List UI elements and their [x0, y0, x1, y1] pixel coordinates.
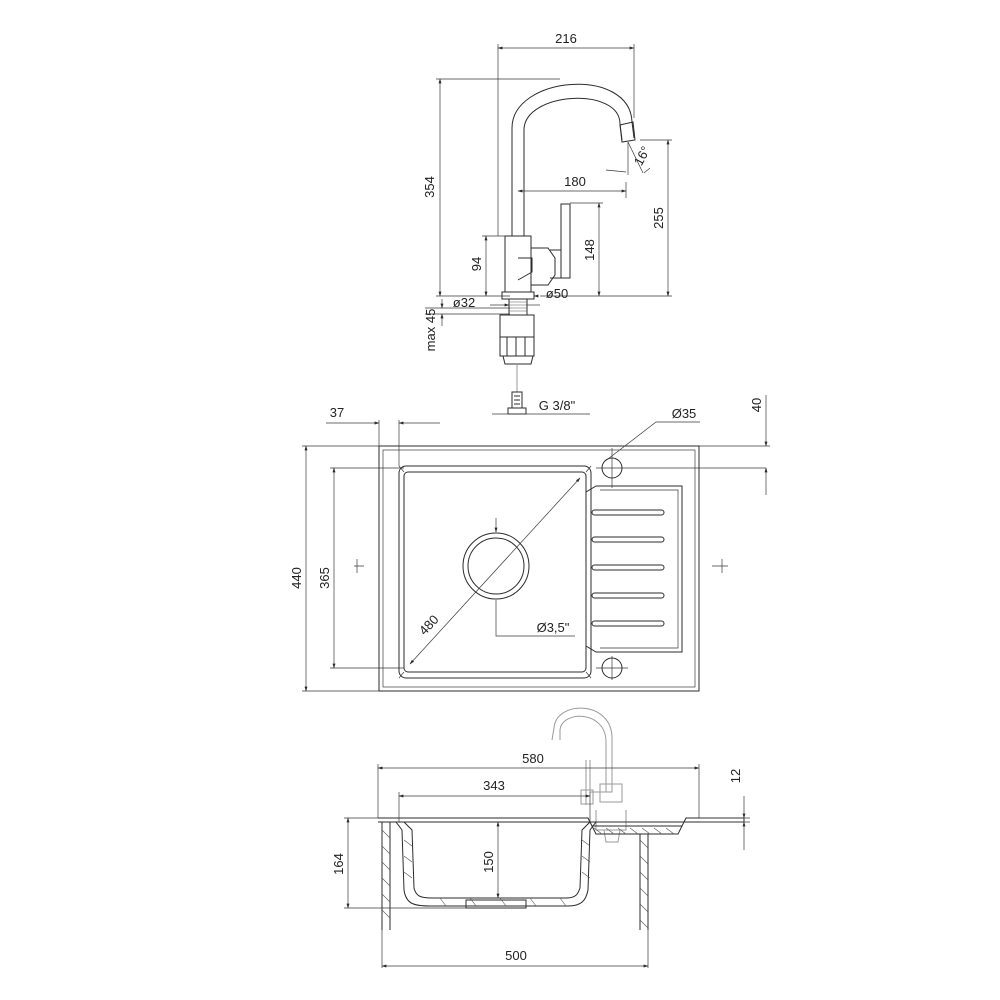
dim-354: 354	[422, 176, 437, 198]
left-rim	[381, 822, 391, 930]
mounting-nut	[501, 291, 535, 300]
bowl-section	[395, 821, 597, 907]
deck-profile	[378, 817, 745, 827]
dim-dia-50: ø50	[546, 286, 568, 301]
faucet-spout	[511, 83, 635, 236]
drain	[462, 532, 530, 600]
dim-164: 164	[331, 853, 346, 875]
dim-12: 12	[728, 769, 743, 783]
dim-343: 343	[483, 778, 505, 793]
dim-365: 365	[317, 567, 332, 589]
dim-180: 180	[564, 174, 586, 189]
thread-g38: G 3/8"	[539, 398, 576, 413]
right-rim	[639, 834, 649, 930]
dim-94: 94	[469, 257, 484, 271]
dim-148: 148	[582, 239, 597, 261]
angle-16: 16°	[631, 144, 653, 168]
dim-max-45: max 45	[423, 309, 438, 352]
dim-440: 440	[289, 567, 304, 589]
drainer-ribs	[591, 509, 665, 627]
faucet-body	[504, 235, 532, 293]
dim-255: 255	[651, 207, 666, 229]
dim-37: 37	[330, 405, 344, 420]
dim-500: 500	[505, 948, 527, 963]
dim-40: 40	[749, 398, 764, 412]
drainer-board	[585, 485, 683, 653]
sink-section-view: 580 343 12 164 150 500	[331, 707, 750, 968]
sink-plan-view: 37 40 Ø35 440 365 480 Ø3,5"	[289, 395, 770, 692]
bowl-outline	[398, 465, 592, 679]
sink-outline	[378, 445, 700, 692]
dim-drain-35: Ø3,5"	[537, 620, 570, 635]
dim-580: 580	[522, 751, 544, 766]
dim-dia-32: ø32	[453, 295, 475, 310]
dim-216: 216	[555, 31, 577, 46]
faucet-view: 216 354 180 16° 255 148 94 ø32 ø50	[422, 31, 672, 415]
dim-150: 150	[481, 851, 496, 873]
faucet-handle	[560, 203, 571, 279]
dim-hole-35: Ø35	[672, 406, 697, 421]
